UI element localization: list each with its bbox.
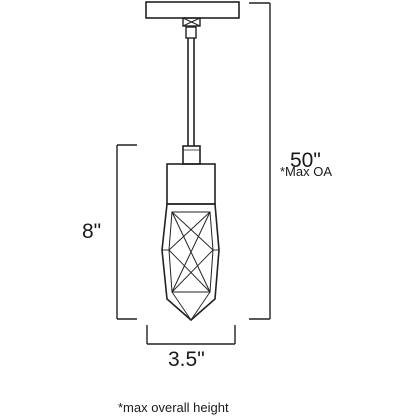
socket-collar xyxy=(166,145,216,205)
overall-height-label: 50" xyxy=(290,149,321,172)
footnote: *max overall height xyxy=(118,400,229,415)
stem xyxy=(182,17,201,146)
overall-height-dimension-line xyxy=(249,2,271,320)
canopy xyxy=(145,1,240,19)
crystal-shade xyxy=(161,203,220,322)
fixture-height-label: 8" xyxy=(82,220,101,243)
fixture-height-dimension-line xyxy=(116,144,137,320)
fixture-width-dimension-line xyxy=(146,325,236,345)
overall-height-note: *Max OA xyxy=(280,164,332,179)
fixture-width-label: 3.5" xyxy=(168,348,205,371)
